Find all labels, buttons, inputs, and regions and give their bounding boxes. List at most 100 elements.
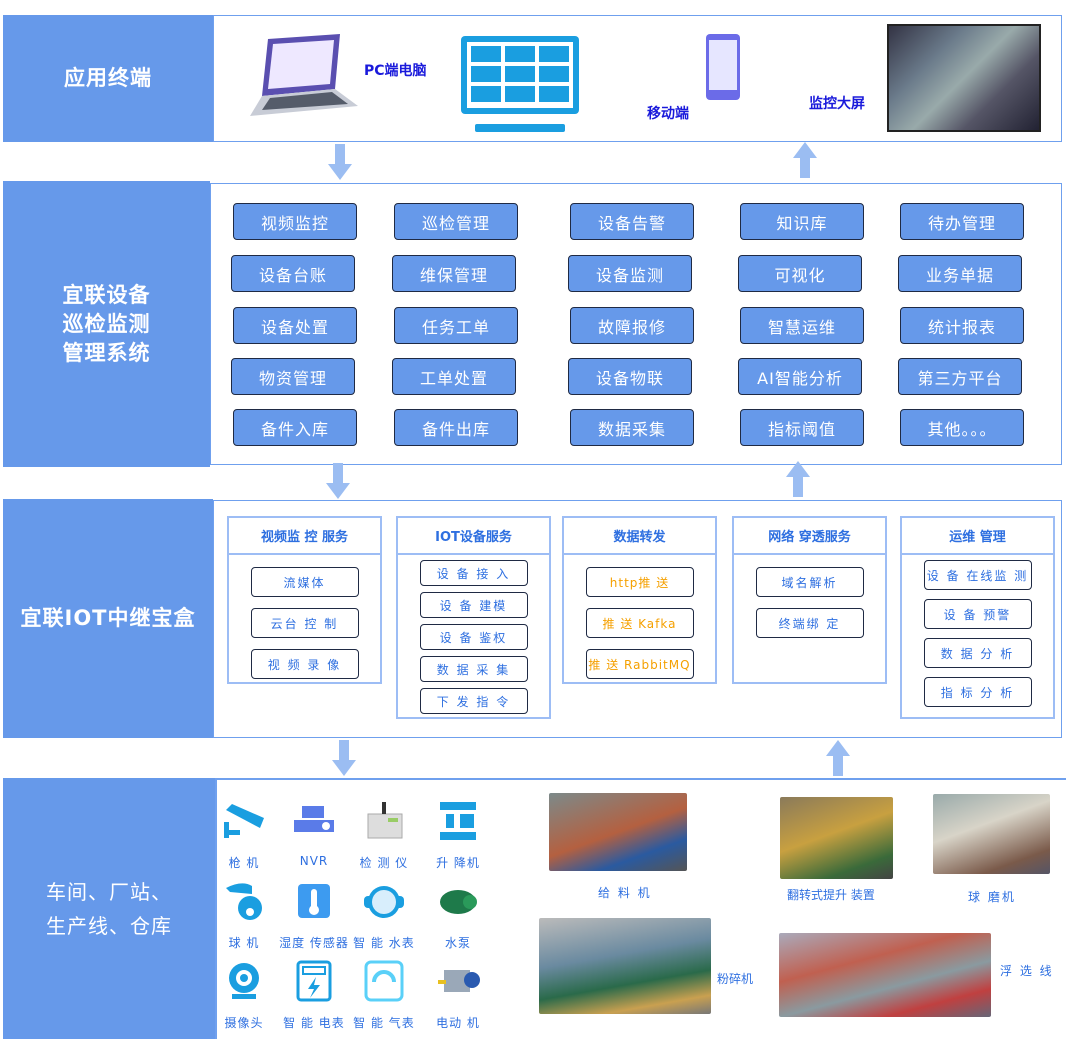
module-button[interactable]: 工单处置	[392, 358, 516, 395]
layer-label-field: 车间、厂站、 生产线、仓库	[3, 778, 215, 1039]
module-button[interactable]: 可视化	[738, 255, 862, 292]
service-panel: IOT设备服务设 备 接 入设 备 建模设 备 鉴权数 据 采 集下 发 指 令	[396, 516, 551, 719]
bigscreen-label: 监控大屏	[809, 96, 865, 112]
photo-caption: 翻转式提升 装置	[787, 888, 875, 902]
arrow-down-icon	[332, 740, 356, 776]
service-panel-title: 网络 穿透服务	[734, 518, 885, 555]
gas-meter-icon	[364, 960, 404, 1002]
module-button[interactable]: 待办管理	[900, 203, 1024, 240]
field-label-line: 生产线、仓库	[46, 913, 172, 938]
service-item[interactable]: 设 备 鉴权	[419, 624, 528, 650]
module-button[interactable]: 设备处置	[233, 307, 357, 344]
device-label: 水泵	[444, 936, 471, 950]
service-item[interactable]: 数 据 分 析	[923, 638, 1032, 668]
terminal-frame: PC端电脑 移动端 监控大屏	[213, 15, 1062, 142]
motor-icon	[438, 970, 480, 992]
service-item[interactable]: 推 送 Kafka	[585, 608, 694, 638]
service-item[interactable]: 设 备 建模	[419, 592, 528, 618]
device-label: 智 能 气表	[353, 1016, 415, 1030]
device-label: 球 机	[228, 936, 260, 950]
device-camera-gun: 枪 机	[204, 800, 284, 871]
service-item[interactable]: 域名解析	[755, 567, 864, 597]
service-item[interactable]: 设 备 在线监 测	[923, 560, 1032, 590]
module-button[interactable]: 其他。。。	[900, 409, 1024, 446]
module-button[interactable]: 备件出库	[394, 409, 518, 446]
lift-device-photo	[780, 797, 893, 879]
service-panel-title: IOT设备服务	[398, 518, 549, 555]
layer-label-iot: 宜联IOT中继宝盒	[3, 499, 213, 738]
field-left-border	[215, 778, 217, 1039]
arrow-up-icon	[826, 740, 850, 776]
mobile-label: 移动端	[647, 106, 689, 122]
module-button[interactable]: AI智能分析	[738, 358, 862, 395]
module-button[interactable]: 设备告警	[570, 203, 694, 240]
service-panel-title: 视频监 控 服务	[229, 518, 380, 555]
layer-label-system: 宜联设备 巡检监测 管理系统	[3, 181, 210, 467]
device-label: NVR	[299, 854, 329, 868]
crusher-photo	[539, 918, 711, 1014]
service-item[interactable]: 数 据 采 集	[419, 656, 528, 682]
module-button[interactable]: 业务单据	[898, 255, 1022, 292]
device-lift: 升 降机	[418, 800, 498, 871]
photo-caption: 粉碎机	[717, 972, 754, 986]
photo-caption: 球 磨机	[968, 890, 1016, 904]
module-button[interactable]: 物资管理	[231, 358, 355, 395]
module-button[interactable]: 第三方平台	[898, 358, 1022, 395]
device-electric-meter: 智 能 电表	[274, 960, 354, 1031]
module-button[interactable]: 备件入库	[233, 409, 357, 446]
service-item[interactable]: 终端绑 定	[755, 608, 864, 638]
module-button[interactable]: 设备物联	[568, 358, 692, 395]
service-panel-title: 数据转发	[564, 518, 715, 555]
module-button[interactable]: 智慧运维	[740, 307, 864, 344]
device-detector: 检 测 仪	[344, 800, 424, 871]
device-label: 电动 机	[436, 1016, 480, 1030]
laptop-icon	[250, 34, 358, 116]
module-button[interactable]: 故障报修	[570, 307, 694, 344]
service-item[interactable]: http推 送	[585, 567, 694, 597]
service-item[interactable]: 云台 控 制	[250, 608, 359, 638]
service-item[interactable]: 流媒体	[250, 567, 359, 597]
device-label: 摄像头	[224, 1016, 264, 1030]
feeder-photo	[549, 793, 687, 871]
module-button[interactable]: 任务工单	[394, 307, 518, 344]
module-button[interactable]: 指标阈值	[740, 409, 864, 446]
service-item[interactable]: 设 备 接 入	[419, 560, 528, 586]
module-button[interactable]: 知识库	[740, 203, 864, 240]
photo-caption: 给 料 机	[598, 886, 652, 900]
service-item[interactable]: 下 发 指 令	[419, 688, 528, 714]
service-panel-title: 运维 管理	[902, 518, 1053, 555]
ball-mill-photo	[933, 794, 1050, 874]
device-webcam: 摄像头	[204, 960, 284, 1031]
device-water-meter: 智 能 水表	[344, 880, 424, 951]
device-label: 智 能 水表	[353, 936, 415, 950]
camera-gun-icon	[224, 804, 264, 838]
system-label-line: 宜联设备	[62, 282, 151, 307]
mobile-phone-icon	[706, 34, 740, 100]
service-item[interactable]: 推 送 RabbitMQ	[585, 649, 694, 679]
module-button[interactable]: 巡检管理	[394, 203, 518, 240]
service-item[interactable]: 设 备 预警	[923, 599, 1032, 629]
arrow-up-icon	[793, 142, 817, 178]
arrow-down-icon	[326, 463, 350, 499]
module-button[interactable]: 设备台账	[231, 255, 355, 292]
module-button[interactable]: 维保管理	[392, 255, 516, 292]
flotation-line-photo	[779, 933, 991, 1017]
device-humidity-sensor: 湿度 传感器	[274, 880, 354, 951]
monitor-icon	[461, 36, 579, 132]
module-button[interactable]: 设备监测	[568, 255, 692, 292]
detector-icon	[367, 802, 403, 839]
service-item[interactable]: 视 频 录 像	[250, 649, 359, 679]
service-panel: 数据转发 http推 送推 送 Kafka 推 送 RabbitMQ	[562, 516, 717, 684]
device-water-pump: 水泵	[418, 880, 498, 951]
module-button[interactable]: 数据采集	[570, 409, 694, 446]
service-item[interactable]: 指 标 分 析	[923, 677, 1032, 707]
module-button[interactable]: 视频监控	[233, 203, 357, 240]
webcam-icon	[229, 963, 259, 999]
lift-icon	[440, 802, 476, 840]
photo-caption: 浮 选 线	[1000, 964, 1054, 978]
dome-camera-icon	[226, 883, 262, 920]
service-panel: 网络 穿透服务域名解析终端绑 定	[732, 516, 887, 684]
device-nvr: NVR	[274, 800, 354, 868]
module-button[interactable]: 统计报表	[900, 307, 1024, 344]
layer-label-terminal: 应用终端	[3, 15, 213, 142]
